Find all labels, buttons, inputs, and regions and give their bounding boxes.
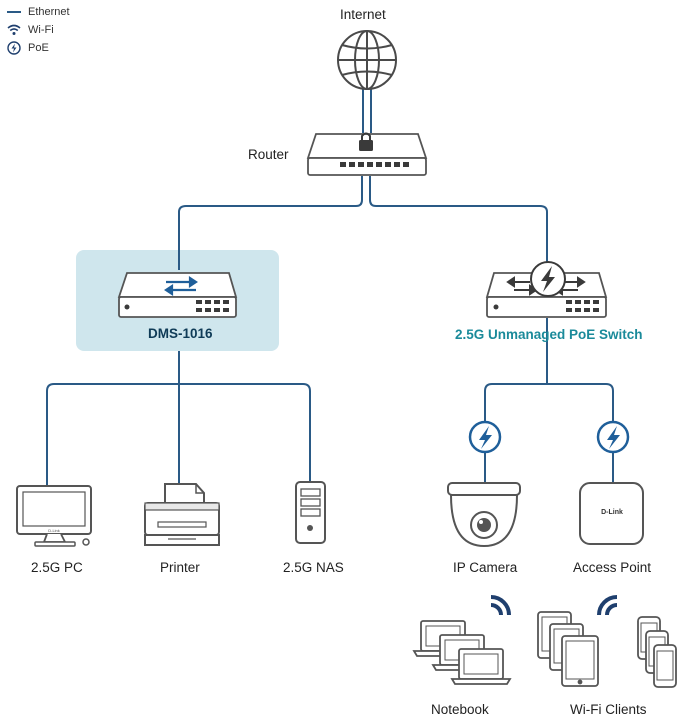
internet-label: Internet [340, 7, 386, 22]
poe-switch-label: 2.5G Unmanaged PoE Switch [455, 327, 643, 342]
access-point-icon: D-Link [579, 482, 644, 545]
poe-icon [6, 41, 22, 55]
router-label: Router [248, 147, 289, 162]
poe-icon [596, 420, 630, 454]
wifi-icon [6, 23, 22, 37]
notebook-label: Notebook [431, 702, 489, 717]
ethernet-line-icon [6, 5, 22, 19]
legend-ethernet: Ethernet [6, 3, 70, 21]
legend-wifi: Wi-Fi [6, 21, 70, 39]
legend-wifi-label: Wi-Fi [28, 24, 54, 36]
nas-icon [295, 481, 326, 544]
ap-brand-label: D-Link [601, 509, 623, 516]
switch-icon [117, 272, 238, 318]
ethernet-connections [46, 89, 614, 486]
notebook-icon [450, 648, 512, 685]
legend-poe-label: PoE [28, 42, 49, 54]
phone-icon [653, 644, 677, 688]
printer-icon [144, 483, 220, 546]
legend-ethernet-label: Ethernet [28, 6, 70, 18]
svg-text:D-Link: D-Link [48, 528, 60, 533]
router-icon [306, 132, 428, 176]
poe-icon [468, 420, 502, 454]
dms-label: DMS-1016 [148, 326, 213, 341]
wifi-icon [490, 595, 511, 616]
nas-label: 2.5G NAS [283, 560, 344, 575]
wifi-icon [597, 595, 618, 616]
access-point-label: Access Point [573, 560, 652, 575]
poe-switch-icon [485, 261, 608, 318]
legend-poe: PoE [6, 39, 70, 57]
printer-label: Printer [160, 560, 200, 575]
pc-icon: D-Link [16, 485, 92, 547]
legend: Ethernet Wi-Fi PoE [6, 3, 70, 57]
tablet-icon [561, 635, 599, 687]
globe-icon [337, 30, 397, 90]
wifi-clients-label: Wi-Fi Clients [570, 702, 647, 717]
ip-camera-icon [447, 482, 521, 548]
pc-label: 2.5G PC [31, 560, 83, 575]
ip-camera-label: IP Camera [453, 560, 518, 575]
